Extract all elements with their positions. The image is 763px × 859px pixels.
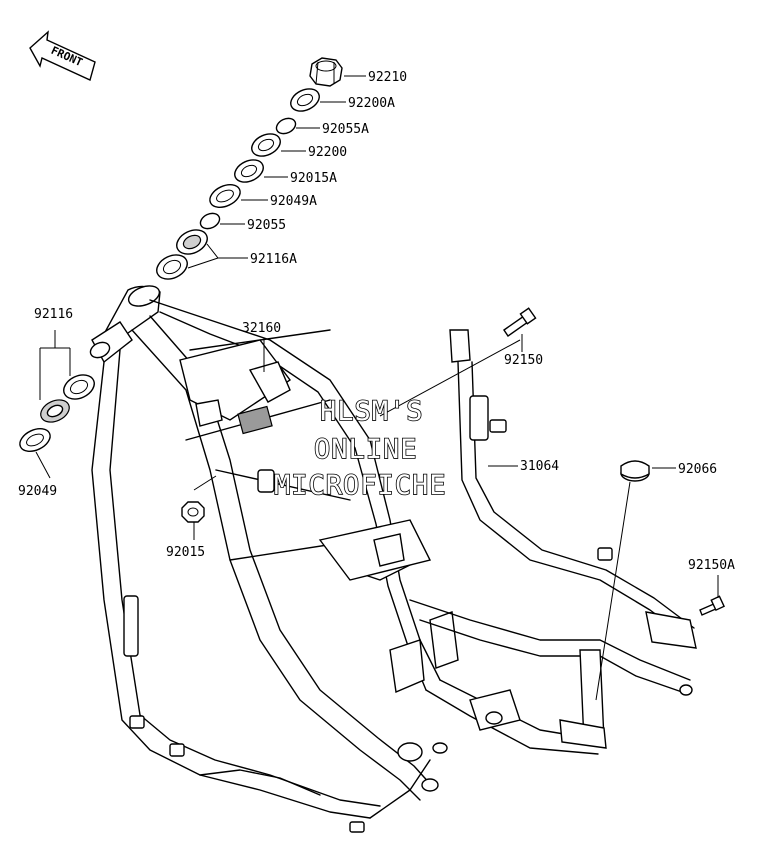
bearing-92116-icon: [40, 399, 70, 423]
seal-92049a-icon: [209, 183, 241, 209]
label-31064: 31064: [520, 459, 559, 474]
label-92150a: 92150A: [688, 558, 735, 573]
bracket-32160: [179, 339, 432, 581]
label-92055: 92055: [247, 218, 286, 233]
rear-loop-tube: [449, 329, 697, 649]
o-ring-92055a-icon: [275, 117, 297, 135]
label-32160: 32160: [242, 321, 281, 336]
label-92049a: 92049A: [270, 194, 317, 209]
nut-92210-icon: [309, 57, 343, 87]
bearing-92116a-upper-icon: [176, 229, 208, 255]
leader-lines: [35, 75, 719, 701]
watermark-line-1: HLSM'S: [320, 396, 424, 427]
bolt-92150-icon: [503, 307, 537, 337]
bearing-92116a-lower-icon: [156, 254, 188, 280]
label-92116: 92116: [34, 307, 73, 322]
bearing-92116-race-icon: [63, 374, 95, 400]
label-92015a: 92015A: [290, 171, 337, 186]
nut-92015-icon: [181, 501, 205, 523]
bolt-92150a-icon: [699, 595, 725, 616]
seal-92049-icon: [19, 427, 51, 453]
label-92200a: 92200A: [348, 96, 395, 111]
part-labels: 92210 92200A 92055A 92200 92015A 92049A …: [18, 70, 735, 573]
label-92066: 92066: [678, 462, 717, 477]
label-92116a: 92116A: [250, 252, 297, 267]
label-92049: 92049: [18, 484, 57, 499]
label-92200: 92200: [308, 145, 347, 160]
watermark-line-2: ONLINE: [314, 434, 418, 465]
washer-92200a-icon: [290, 88, 320, 112]
o-ring-92055-icon: [199, 212, 221, 230]
cap-92066-icon: [620, 460, 650, 482]
label-92015: 92015: [166, 545, 205, 560]
steering-parts: [19, 57, 343, 453]
label-92150: 92150: [504, 353, 543, 368]
front-arrow-icon: FRONT: [29, 30, 96, 81]
watermark-line-3: MICROFICHE: [274, 470, 447, 501]
label-92210: 92210: [368, 70, 407, 85]
washer-92200-icon: [251, 133, 281, 157]
nut-92015a-icon: [234, 159, 264, 183]
watermark: HLSM'S ONLINE MICROFICHE: [273, 395, 447, 502]
label-92055a: 92055A: [322, 122, 369, 137]
